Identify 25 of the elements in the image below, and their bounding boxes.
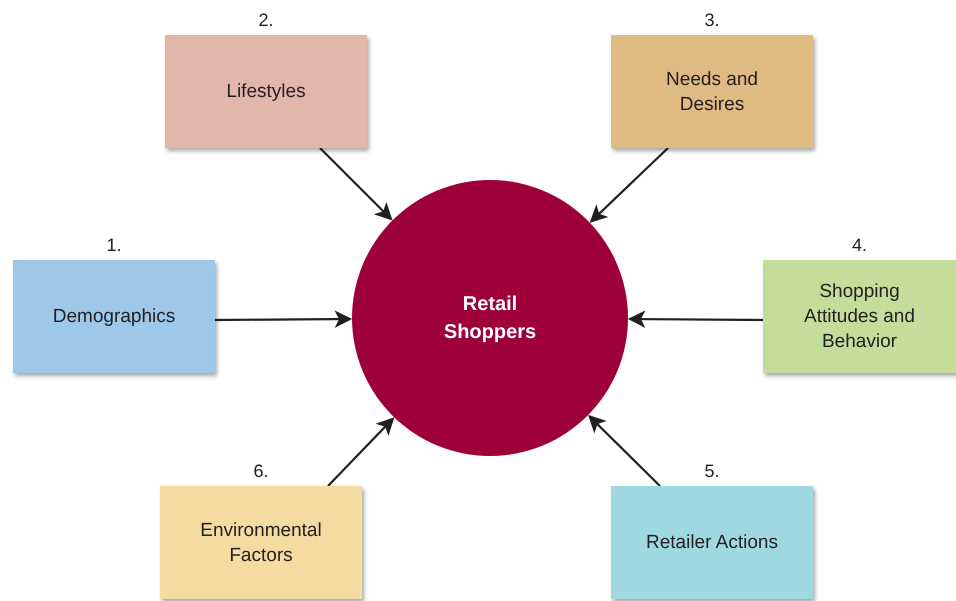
arrow <box>588 414 661 487</box>
factor-box <box>13 260 215 373</box>
step-number: 2. <box>257 9 274 31</box>
factor-label: Needs and Desires <box>665 68 759 116</box>
factor-box <box>611 35 813 148</box>
factor-label: Shopping Attitudes and Behavior <box>803 280 916 354</box>
factor-label: Demographics <box>52 305 176 329</box>
factor-box <box>611 486 813 599</box>
factor-box <box>160 486 362 599</box>
factor-label: Retailer Actions <box>646 531 778 555</box>
arrow <box>319 147 393 221</box>
step-number: 5. <box>703 460 720 482</box>
step-number: 6. <box>252 460 270 482</box>
step-number: 3. <box>703 9 720 31</box>
arrow <box>590 147 669 223</box>
arrow <box>327 417 394 487</box>
factor-box <box>165 35 367 148</box>
center-label: Retail Shoppers <box>442 292 538 345</box>
factor-label: Lifestyles <box>226 80 306 104</box>
arrow <box>628 310 763 328</box>
factor-box <box>763 260 956 373</box>
arrow <box>215 310 352 328</box>
step-number: 1. <box>105 234 122 256</box>
factor-label: Environmental Factors <box>199 518 323 568</box>
step-number: 4. <box>850 234 868 256</box>
